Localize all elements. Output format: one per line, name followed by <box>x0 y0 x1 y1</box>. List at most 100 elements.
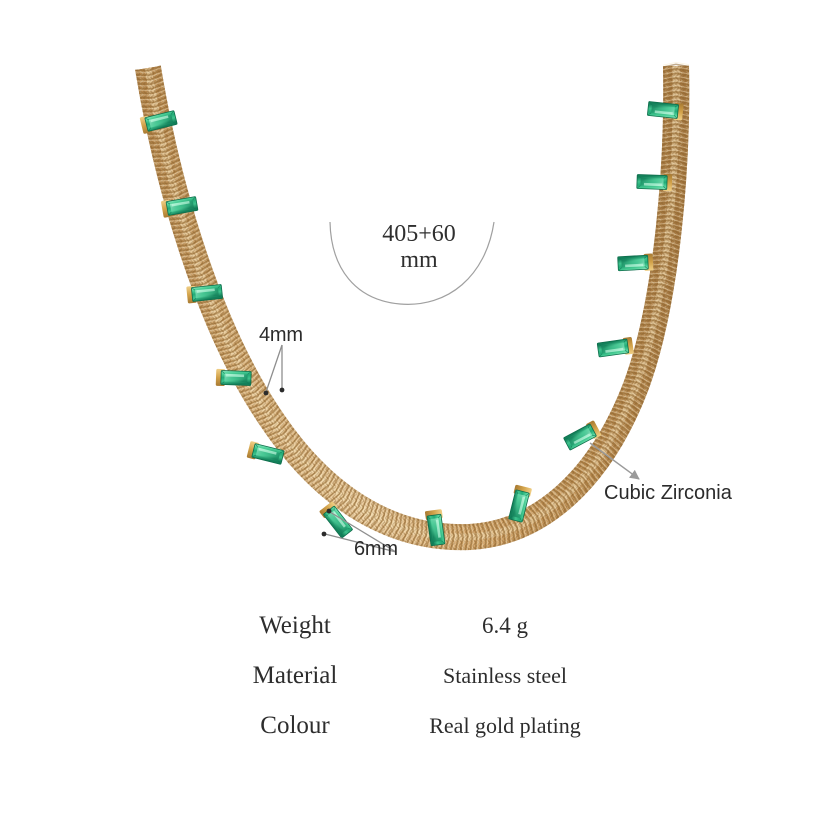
chain-rib <box>253 402 277 418</box>
gem-facet-line <box>598 353 603 358</box>
gem-facet-line <box>220 381 225 385</box>
chain-rib <box>658 192 686 198</box>
chain-rib <box>411 518 419 545</box>
chain-rib-highlight <box>544 495 561 518</box>
chain-rib-highlight <box>654 236 681 242</box>
chain-rib <box>158 172 184 180</box>
spec-value-material: Stainless steel <box>442 663 568 688</box>
chain-rib-highlight <box>224 353 249 366</box>
chain-rib-highlight <box>618 394 643 406</box>
chain-rib <box>415 519 423 546</box>
chain-rib <box>314 470 333 491</box>
chain-rib-highlight <box>205 312 230 323</box>
gem-highlight <box>226 373 245 378</box>
chain-rib-highlight <box>330 483 348 505</box>
gemstone <box>215 368 252 387</box>
chain-rib-highlight <box>486 521 493 548</box>
chain-rib <box>267 420 290 437</box>
gem-facet-line <box>591 434 597 437</box>
necklace-length-label: 405+60 mm <box>364 221 474 273</box>
chain-rib-highlight <box>657 204 684 210</box>
chain-rib-highlight <box>262 415 285 431</box>
chain-rib <box>584 453 607 471</box>
gem-facet-line <box>644 254 648 259</box>
chain-rib-highlight <box>185 261 211 271</box>
chain-rib-highlight <box>288 446 310 465</box>
chain-rib-highlight <box>466 524 471 551</box>
chain-rib-highlight <box>376 507 389 532</box>
chain-rib <box>251 398 275 414</box>
chain-rib <box>183 254 209 265</box>
chain-rib <box>406 517 415 544</box>
chain-rib <box>264 416 287 434</box>
chain-rib <box>356 498 372 523</box>
chain-rib-highlight <box>537 500 553 523</box>
annotation-graphics <box>263 221 640 553</box>
chain-rib <box>656 215 684 221</box>
chain-rib <box>365 503 379 527</box>
chain-rib-highlight <box>626 373 652 384</box>
chain-rib <box>449 523 455 551</box>
chain-rib-highlight <box>170 217 197 227</box>
chain-rib <box>628 367 654 377</box>
chain-rib-highlight <box>656 218 683 223</box>
chain-rib-highlight <box>342 490 358 513</box>
chain-rib-highlight <box>186 265 212 276</box>
chain-rib <box>545 493 563 516</box>
chain-rib-highlight <box>662 126 689 131</box>
chain-rib <box>552 488 571 510</box>
chain-rib-highlight <box>151 147 178 155</box>
chain-rib-highlight <box>338 488 355 510</box>
chain-rib <box>480 522 487 549</box>
chain-rib <box>531 503 547 527</box>
chain-rib <box>640 323 666 331</box>
chain-rib <box>579 460 601 478</box>
chain-rib-highlight <box>173 226 199 236</box>
gem-highlight <box>171 200 190 207</box>
chain-rib-highlight <box>385 511 396 536</box>
chain-rib-highlight <box>554 487 572 508</box>
chain-rib <box>173 224 199 234</box>
chain-rib <box>169 211 195 221</box>
gem-facet-line <box>251 454 257 458</box>
chain-rib <box>178 241 204 252</box>
chain-rib-highlight <box>649 277 675 283</box>
chain-rib-highlight <box>658 195 685 200</box>
chain-rib-highlight <box>346 493 362 516</box>
chain-rib-highlight <box>572 469 593 488</box>
chain-rib <box>488 520 496 547</box>
chain-rib-highlight <box>621 386 647 397</box>
chain-rib-highlight <box>491 520 498 547</box>
chain-rib <box>624 379 650 390</box>
chain-rib <box>215 334 241 348</box>
chain-rib <box>140 96 167 104</box>
chain-rib-highlight <box>629 365 655 375</box>
chain-rib <box>627 371 653 382</box>
chain-rib <box>160 180 186 189</box>
chain-rib <box>641 319 667 327</box>
chain-rib-highlight <box>658 199 685 205</box>
chain-rib-highlight <box>461 524 466 551</box>
chain-rib <box>663 91 690 96</box>
gem-facet <box>567 428 593 446</box>
chain-rib <box>190 276 216 287</box>
chain-rib-highlight <box>169 213 195 222</box>
chain-rib <box>378 508 391 534</box>
chain-rib-highlight <box>216 336 241 349</box>
chain-rib <box>576 463 598 482</box>
chain-rib <box>383 510 395 536</box>
chain-rib <box>617 396 642 408</box>
chain-rib-highlight <box>156 165 182 173</box>
chain-rib <box>620 387 646 399</box>
chain-rib <box>225 355 250 369</box>
chain-rib <box>261 413 285 430</box>
chain-rib <box>661 150 688 156</box>
gem-facet-line <box>647 112 652 116</box>
gem-highlight <box>643 182 662 187</box>
chain-rib-highlight <box>226 357 251 370</box>
chain-rib-highlight <box>495 519 503 546</box>
chain-rib-highlight <box>389 512 400 538</box>
chain-rib <box>642 315 668 322</box>
